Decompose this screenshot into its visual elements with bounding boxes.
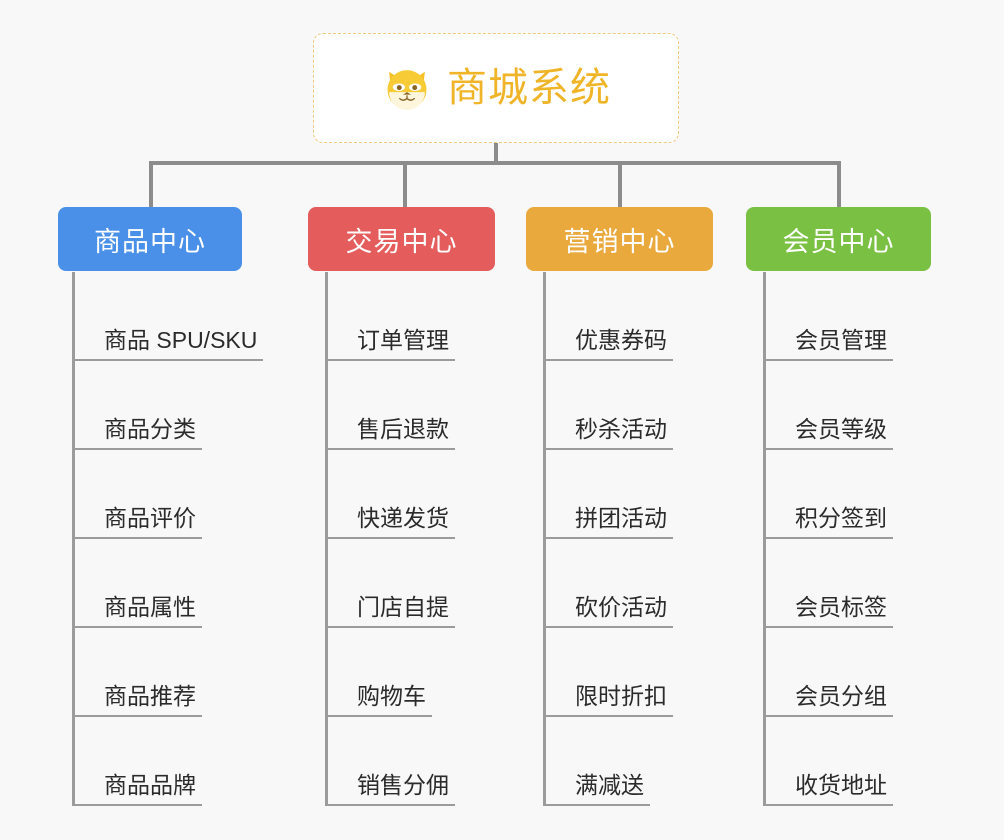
connector-horizontal-bus (149, 161, 841, 165)
leaf-label: 商品推荐 (72, 683, 202, 717)
leaf-label: 积分签到 (763, 505, 893, 539)
root-title: 商城系统 (447, 66, 611, 110)
category-label-trade-center: 交易中心 (345, 226, 458, 257)
leaf-label: 商品评价 (72, 505, 202, 539)
leaf-label: 限时折扣 (543, 683, 673, 717)
leaf-item[interactable]: 销售分佣 (325, 717, 455, 806)
leaf-label: 购物车 (325, 683, 432, 717)
leaf-label: 收货地址 (763, 772, 893, 806)
connector-drop-trade-center (403, 161, 407, 207)
leaf-label: 商品属性 (72, 594, 202, 628)
category-box-member-center[interactable]: 会员中心 (746, 207, 931, 271)
leaf-item[interactable]: 限时折扣 (543, 628, 673, 717)
leaf-trunk-trade-center (325, 272, 328, 806)
leaf-label: 快递发货 (325, 505, 455, 539)
leaf-item[interactable]: 会员分组 (763, 628, 893, 717)
leaf-item[interactable]: 商品评价 (72, 450, 202, 539)
leaf-item[interactable]: 满减送 (543, 717, 650, 806)
root-node-shop-system[interactable]: 商城系统 (313, 33, 679, 143)
leaf-item[interactable]: 商品分类 (72, 361, 202, 450)
connector-drop-product-center (149, 161, 153, 207)
leaf-label: 满减送 (543, 772, 650, 806)
leaf-label: 销售分佣 (325, 772, 455, 806)
leaf-item[interactable]: 订单管理 (325, 272, 455, 361)
category-box-product-center[interactable]: 商品中心 (58, 207, 242, 271)
leaf-item[interactable]: 优惠券码 (543, 272, 673, 361)
category-box-marketing-center[interactable]: 营销中心 (526, 207, 713, 271)
leaf-item[interactable]: 砍价活动 (543, 539, 673, 628)
leaf-label: 门店自提 (325, 594, 455, 628)
category-label-member-center: 会员中心 (782, 226, 895, 257)
category-label-marketing-center: 营销中心 (563, 226, 676, 257)
leaf-item[interactable]: 拼团活动 (543, 450, 673, 539)
category-box-trade-center[interactable]: 交易中心 (308, 207, 495, 271)
leaf-label: 拼团活动 (543, 505, 673, 539)
leaf-item[interactable]: 收货地址 (763, 717, 893, 806)
leaf-item[interactable]: 秒杀活动 (543, 361, 673, 450)
leaf-label: 售后退款 (325, 416, 455, 450)
leaf-trunk-product-center (72, 272, 75, 806)
leaf-item[interactable]: 积分签到 (763, 450, 893, 539)
leaf-trunk-member-center (763, 272, 766, 806)
leaf-label: 优惠券码 (543, 327, 673, 361)
leaf-item[interactable]: 商品属性 (72, 539, 202, 628)
leaf-label: 会员分组 (763, 683, 893, 717)
leaf-item[interactable]: 快递发货 (325, 450, 455, 539)
leaf-label: 秒杀活动 (543, 416, 673, 450)
category-label-product-center: 商品中心 (94, 226, 206, 257)
leaf-label: 订单管理 (325, 327, 455, 361)
leaf-label: 会员标签 (763, 594, 893, 628)
leaf-item[interactable]: 售后退款 (325, 361, 455, 450)
connector-drop-marketing-center (618, 161, 622, 207)
leaf-item[interactable]: 会员等级 (763, 361, 893, 450)
leaf-label: 商品品牌 (72, 772, 202, 806)
leaf-item[interactable]: 会员标签 (763, 539, 893, 628)
leaf-item[interactable]: 商品 SPU/SKU (72, 272, 264, 361)
leaf-item[interactable]: 会员管理 (763, 272, 893, 361)
connector-root-stem (494, 143, 498, 164)
leaf-item[interactable]: 商品品牌 (72, 717, 202, 806)
leaf-item[interactable]: 商品推荐 (72, 628, 202, 717)
leaf-label: 商品 SPU/SKU (72, 327, 264, 361)
leaf-item[interactable]: 购物车 (325, 628, 432, 717)
shiba-dog-icon (387, 70, 427, 111)
connector-drop-member-center (837, 161, 841, 207)
leaf-label: 砍价活动 (543, 594, 673, 628)
leaf-label: 商品分类 (72, 416, 202, 450)
leaf-trunk-marketing-center (543, 272, 546, 806)
leaf-label: 会员管理 (763, 327, 893, 361)
leaf-item[interactable]: 门店自提 (325, 539, 455, 628)
leaf-label: 会员等级 (763, 416, 893, 450)
